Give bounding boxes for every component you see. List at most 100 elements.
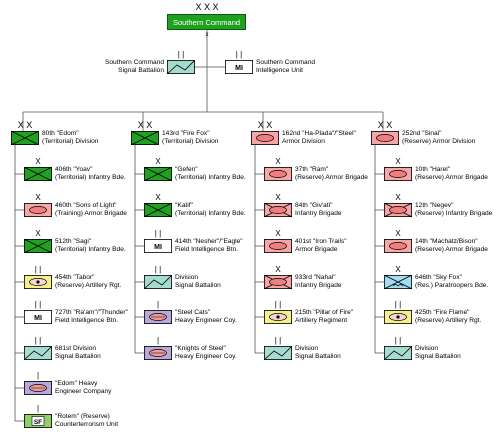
command-signal-label-2: Signal Battalion (118, 67, 164, 74)
division-3-echelon: X X (257, 120, 273, 130)
division-3-symbol-armor-icon (251, 131, 279, 145)
division-1-unit-1-echelon: X (35, 157, 41, 166)
division-1-unit-5-label-1: 727th "Ra'am"/"Thunder" (55, 309, 128, 316)
division-2-unit-2-symbol-infantry-icon (144, 203, 172, 217)
division-2-unit-6-symbol-engineer-icon (144, 346, 172, 360)
division-4-unit-1-symbol-armor-icon (384, 167, 412, 181)
division-1-unit-7-label-2: Engineer Company (55, 388, 112, 395)
division-2-label-2: (Territorial) Division (162, 138, 219, 145)
division-1-unit-1-label-2: (Territorial) Infantry Bde. (55, 174, 126, 181)
division-4-unit-3-label-1: 14th "Machatz/Bison" (415, 238, 478, 245)
division-3-unit-6-label-1: Division (295, 345, 319, 352)
division-3-unit-3-symbol-armor-icon (264, 239, 292, 253)
division-4-unit-6-echelon: | | (394, 336, 402, 345)
svg-text:MI: MI (34, 315, 42, 322)
division-4-unit-3-symbol-armor-icon (384, 239, 412, 253)
division-3-unit-1-label-1: 37th "Ram" (295, 166, 329, 173)
svg-text:MI: MI (235, 65, 243, 72)
division-4-unit-2-label-1: 12th "Negev" (415, 202, 454, 209)
division-1-unit-4-symbol-artillery-icon (24, 275, 52, 289)
division-3-unit-4-symbol-mechanized-icon (264, 275, 292, 289)
division-1-unit-6-symbol-signal-icon (24, 346, 52, 360)
command-intel-echelon: | | (235, 50, 243, 59)
division-2-unit-5-echelon: | (156, 300, 160, 309)
division-4-unit-4-symbol-airborne-icon (384, 275, 412, 289)
division-3-unit-1-symbol-armor-icon (264, 167, 292, 181)
division-3-unit-2-label-2: Infantry Brigade (295, 210, 342, 217)
division-3-unit-3-echelon: X (275, 229, 281, 238)
division-1-unit-7-label-1: "Edom" Heavy (55, 380, 98, 387)
division-1-unit-7-symbol-engineer-icon (24, 381, 52, 395)
division-2-unit-1-symbol-infantry-icon (144, 167, 172, 181)
division-1-unit-4-echelon: | | (34, 265, 42, 274)
division-4-label-2: (Reserve) Armor Division (402, 138, 476, 145)
division-3-unit-6-label-2: Signal Battalion (295, 353, 341, 360)
division-2-unit-2-echelon: X (155, 193, 161, 202)
division-1-unit-5-label-2: Field Intelligence Btn. (55, 317, 119, 324)
division-3-unit-2-echelon: X (275, 193, 281, 202)
division-4-unit-6-label-1: Division (415, 345, 439, 352)
division-1-unit-6-label-1: 681st Division (55, 345, 97, 352)
southern-command-box: Southern Command (167, 14, 246, 30)
command-sub-marker: x (205, 32, 209, 38)
division-1-unit-2-label-2: (Training) Armor Brigade (55, 210, 127, 217)
division-2-unit-3-symbol-intel-icon: MI (144, 239, 172, 253)
division-1-unit-1-label-1: 406th "Yoav" (55, 166, 93, 173)
division-3-label-2: Armor Division (282, 138, 325, 145)
division-3-unit-4-label-1: 933rd "Nahal" (295, 274, 336, 281)
division-4-unit-1-echelon: X (395, 157, 401, 166)
division-3-unit-6-echelon: | | (274, 336, 282, 345)
division-1-label-1: 80th "Edom" (42, 130, 79, 137)
division-3-unit-5-symbol-artillery-icon (264, 310, 292, 324)
division-1-unit-2-symbol-armor-icon (24, 203, 52, 217)
division-3-unit-2-label-1: 84th "Giv'ati" (295, 202, 333, 209)
division-1-unit-3-label-1: 512th "Sagi" (55, 238, 92, 245)
division-4-unit-4-label-2: (Res.) Paratroopers Bde. (415, 282, 489, 289)
division-2-unit-1-label-2: (Territorial) Infantry Bde. (175, 174, 246, 181)
division-1-unit-5-echelon: | | (34, 300, 42, 309)
division-4-unit-2-label-2: (Reserve) Infantry Brigade (415, 210, 493, 217)
division-4-unit-5-echelon: | | (394, 300, 402, 309)
division-4-unit-5-label-2: (Reserve) Artillery Rgt. (415, 317, 482, 324)
division-4-symbol-armor-icon (371, 131, 399, 145)
division-1-unit-8-label-2: Counterterrorism Unit (55, 421, 119, 428)
division-3-unit-3-label-1: 401st "Iron Trails" (295, 238, 347, 245)
division-1-unit-3-label-2: (Territorial) Infantry Bde. (55, 246, 126, 253)
division-1-unit-8-symbol-special-icon: SF (24, 414, 52, 428)
division-3-unit-5-label-2: Artillery Regiment (295, 317, 348, 324)
division-1-unit-8-echelon: | (36, 404, 40, 413)
division-2-unit-4-label-2: Signal Battalion (175, 282, 221, 289)
division-1-unit-5-symbol-intel-icon: MI (24, 310, 52, 324)
division-2-unit-3-echelon: | | (154, 229, 162, 238)
division-2-unit-4-symbol-signal-icon (144, 275, 172, 289)
division-2-unit-5-label-2: Heavy Engineer Coy. (175, 317, 237, 324)
division-2-symbol-infantry-icon (131, 131, 159, 145)
division-2-unit-6-label-1: "Knights of Steel" (175, 345, 226, 352)
division-2-unit-6-label-2: Heavy Engineer Coy. (175, 353, 237, 360)
division-4-unit-5-label-1: 425th "Fire Flame" (415, 309, 470, 316)
division-2-unit-1-echelon: X (155, 157, 161, 166)
division-2-unit-3-label-1: 414th "Nesher"/"Eagle" (175, 238, 243, 245)
division-2-unit-2-label-1: "Katif" (175, 202, 193, 209)
division-2-unit-5-symbol-engineer-icon (144, 310, 172, 324)
division-3-unit-4-label-2: Infantry Brigade (295, 282, 342, 289)
division-4-unit-6-label-2: Signal Battalion (415, 353, 461, 360)
division-4-unit-5-symbol-artillery-icon (384, 310, 412, 324)
division-1-unit-2-label-1: 460th "Sons of Light" (55, 202, 117, 209)
division-4-unit-1-label-1: 10th "Harel" (415, 166, 451, 173)
command-intel-label-1: Southern Command (256, 59, 316, 66)
division-3-unit-2-symbol-mechanized-icon (264, 203, 292, 217)
division-4-unit-6-symbol-signal-icon (384, 346, 412, 360)
division-3-label-1: 162nd "Ha-Plada"/"Steel" (282, 130, 356, 137)
command-intel-label-2: Intelligence Unit (256, 67, 303, 74)
division-3-unit-3-label-2: Armor Brigade (295, 246, 338, 253)
division-1-unit-3-echelon: X (35, 229, 41, 238)
division-3-unit-5-label-1: 215th "Pillar of Fire" (295, 309, 354, 316)
division-1-unit-2-echelon: X (35, 193, 41, 202)
division-4-unit-4-echelon: X (395, 265, 401, 274)
svg-text:MI: MI (154, 244, 162, 251)
division-4-unit-2-echelon: X (395, 193, 401, 202)
division-4-unit-4-label-1: 646th "Sky Fox" (415, 274, 462, 281)
division-2-unit-6-echelon: | (156, 336, 160, 345)
